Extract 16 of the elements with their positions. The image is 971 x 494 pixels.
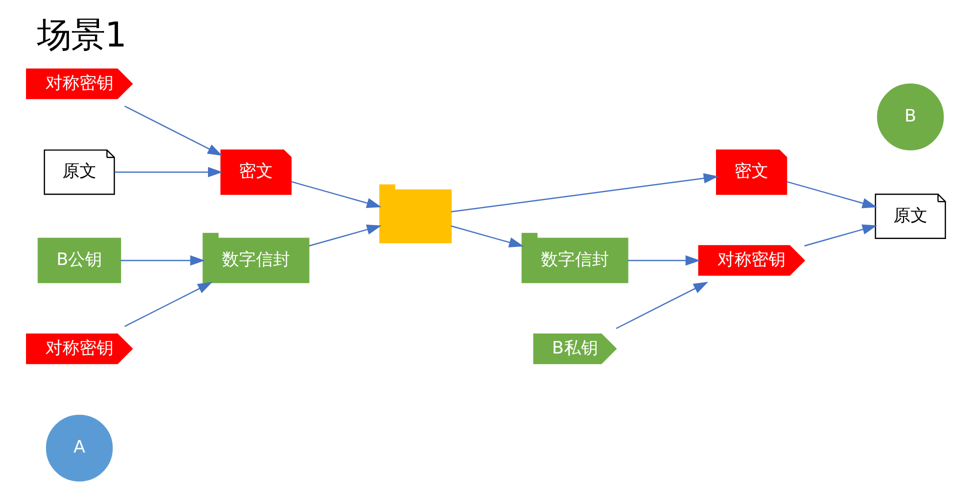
arrow <box>627 254 700 266</box>
arrow <box>120 254 204 266</box>
arrow <box>114 166 222 177</box>
arrow <box>450 224 524 247</box>
arrow <box>804 224 877 246</box>
arrow <box>124 105 222 156</box>
arrow <box>124 281 212 327</box>
node-circle: B <box>876 83 944 150</box>
node-box: B公钥 <box>37 237 121 283</box>
arrow <box>308 224 382 246</box>
node-circle: A <box>45 414 112 482</box>
arrow <box>290 180 381 208</box>
arrow <box>450 172 718 212</box>
arrow <box>615 281 708 329</box>
diagram-title: 场景1 <box>36 14 126 55</box>
arrow <box>786 180 877 208</box>
